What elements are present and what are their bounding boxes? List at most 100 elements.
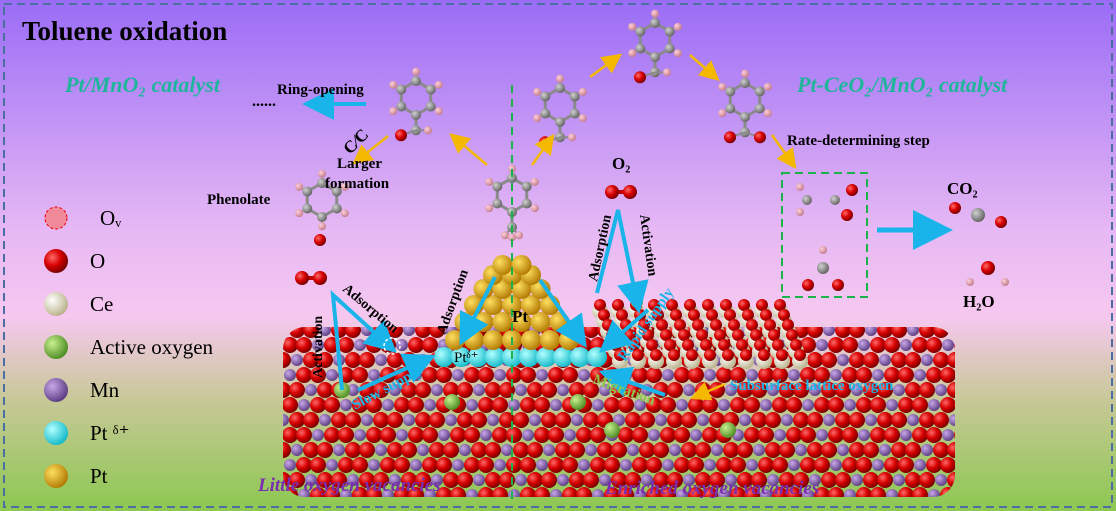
o-atom (849, 442, 865, 458)
legend-item: Pt (44, 464, 108, 488)
mn-atom (494, 369, 506, 381)
mn-atom (571, 414, 583, 426)
o-atom (841, 209, 853, 221)
o-atom (736, 339, 748, 351)
mn-atom (452, 369, 464, 381)
o-atom (401, 442, 417, 458)
o-atom (394, 487, 410, 497)
activation-left-label: Activation (311, 316, 326, 378)
o-atom (709, 412, 725, 428)
mn-atom (900, 429, 912, 441)
o-atom (926, 337, 942, 353)
o-atom (947, 382, 955, 398)
o-atom (751, 412, 767, 428)
mn-atom (634, 489, 646, 497)
o-atom (527, 442, 543, 458)
o-atom (541, 412, 557, 428)
o-atom (583, 472, 599, 488)
mn-atom (284, 459, 296, 471)
o-atom (695, 472, 711, 488)
o-atom (849, 352, 865, 368)
o-atom (722, 349, 734, 361)
mn-atom (816, 339, 828, 351)
o-atom (793, 412, 809, 428)
pt-atom (511, 279, 532, 299)
o-atom (295, 271, 309, 285)
o-atom (905, 442, 921, 458)
mn-atom (809, 384, 821, 396)
c-atom (817, 262, 829, 274)
o-atom (548, 367, 564, 383)
o-atom (821, 442, 837, 458)
o-atom (786, 427, 802, 443)
o-atom (366, 427, 382, 443)
o-atom (667, 382, 683, 398)
mn-atom (417, 444, 429, 456)
c-atom (396, 84, 407, 95)
pt-atom (492, 279, 513, 299)
h-atom (651, 9, 659, 18)
rate-step-box (781, 172, 868, 298)
o-atom (646, 457, 662, 473)
o-atom (464, 367, 480, 383)
mn-atom (305, 384, 317, 396)
mn-atom (942, 429, 954, 441)
mn-atom (585, 444, 597, 456)
mn-atom (886, 399, 898, 411)
mn-atom (655, 414, 667, 426)
o-atom (919, 472, 935, 488)
o-atom (863, 352, 879, 368)
mn-atom (424, 489, 436, 497)
o-atom (696, 329, 708, 341)
mn-atom (354, 339, 366, 351)
o-atom (646, 339, 658, 351)
o-atom (772, 367, 788, 383)
o-atom (802, 279, 814, 291)
mn-atom (914, 369, 926, 381)
h-atom (966, 278, 974, 286)
o-atom (933, 412, 949, 428)
mn-atom (473, 384, 485, 396)
left-activation-arrow (330, 290, 397, 391)
o-atom (863, 472, 879, 488)
o-atom (625, 412, 641, 428)
o-atom (380, 427, 396, 443)
o-atom (485, 442, 501, 458)
o-atom (776, 349, 788, 361)
mn-atom (550, 399, 562, 411)
o-atom (443, 472, 459, 488)
o-atom (732, 329, 744, 341)
ellipsis-dots: ...... (252, 93, 276, 110)
legend-label: Oᵥ (100, 206, 122, 230)
h-atom (568, 133, 576, 142)
c-atom (569, 108, 580, 119)
o-atom (338, 337, 354, 353)
o-atom (520, 367, 536, 383)
o-atom (338, 457, 354, 473)
o-atom (891, 412, 907, 428)
o-atom (688, 367, 704, 383)
mn-atom (312, 429, 324, 441)
o-atom (478, 397, 494, 413)
o-atom (681, 442, 697, 458)
o-atom (296, 427, 312, 443)
pt-atom (511, 312, 532, 332)
o-atom (905, 472, 921, 488)
o-atom (668, 349, 680, 361)
mn-atom (515, 384, 527, 396)
mn-atom (648, 429, 660, 441)
h-atom (1001, 278, 1009, 286)
mn-atom (774, 429, 786, 441)
o-atom (835, 412, 851, 428)
o-atom (387, 412, 403, 428)
c-atom (302, 186, 313, 197)
mn-atom (284, 369, 296, 381)
h-atom (533, 87, 542, 96)
o-atom (782, 319, 794, 331)
o-atom (670, 309, 682, 321)
mn-atom (368, 459, 380, 471)
mn-atom (459, 444, 471, 456)
o-atom (478, 367, 494, 383)
o-atom (283, 382, 291, 398)
